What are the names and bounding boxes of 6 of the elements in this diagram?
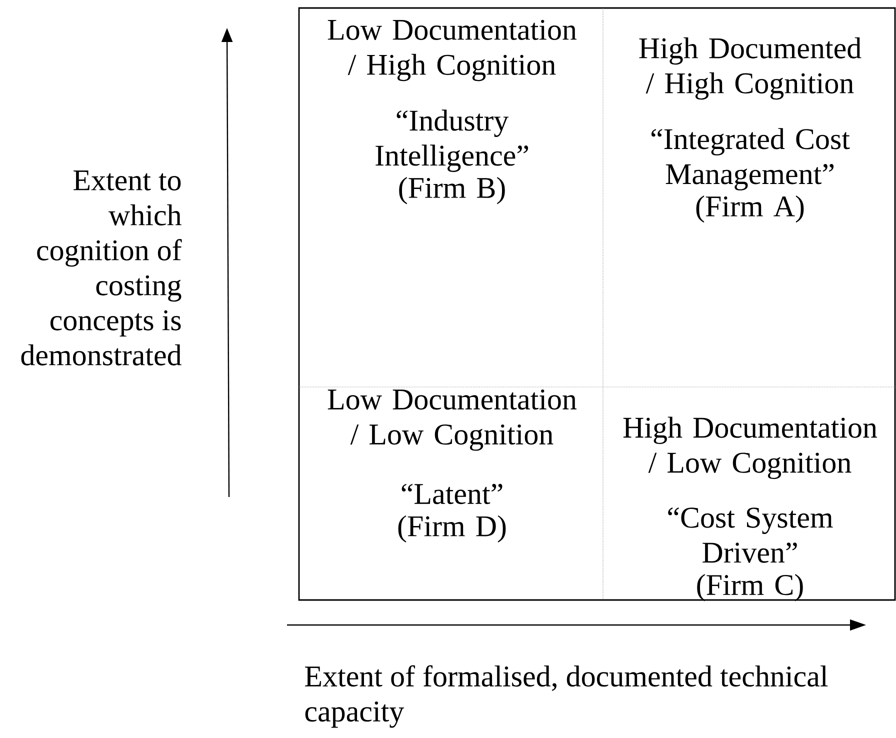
axis-label: Extent of formalised, documented technical capacity <box>305 665 828 728</box>
quadrant-label: Low Documentation / High Cognition “Industry Intelligence” (Firm B) <box>328 20 577 204</box>
quadrant-label: High Documented / High Cognition “Integrated Cost Management” (Firm A) <box>639 37 862 223</box>
quadrant-label: Low Documentation / Low Cognition “Latent” (Firm D) <box>328 389 577 543</box>
axis-label: Extent to which cognition of costing concepts is demonstrated <box>21 170 182 366</box>
quadrant-label: High Documentation / Low Cognition “Cost System Driven” (Firm C) <box>623 416 878 602</box>
